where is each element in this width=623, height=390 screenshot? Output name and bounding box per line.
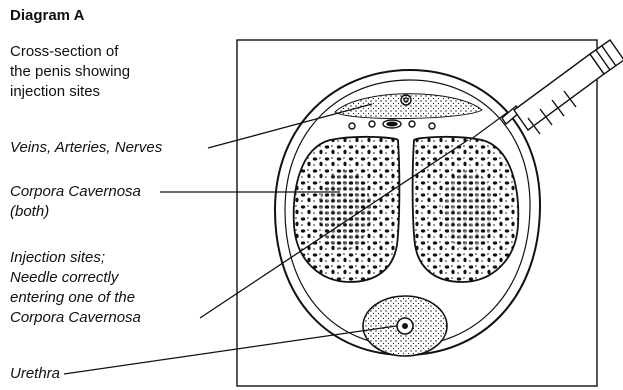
corpus-spongiosum <box>363 296 447 356</box>
